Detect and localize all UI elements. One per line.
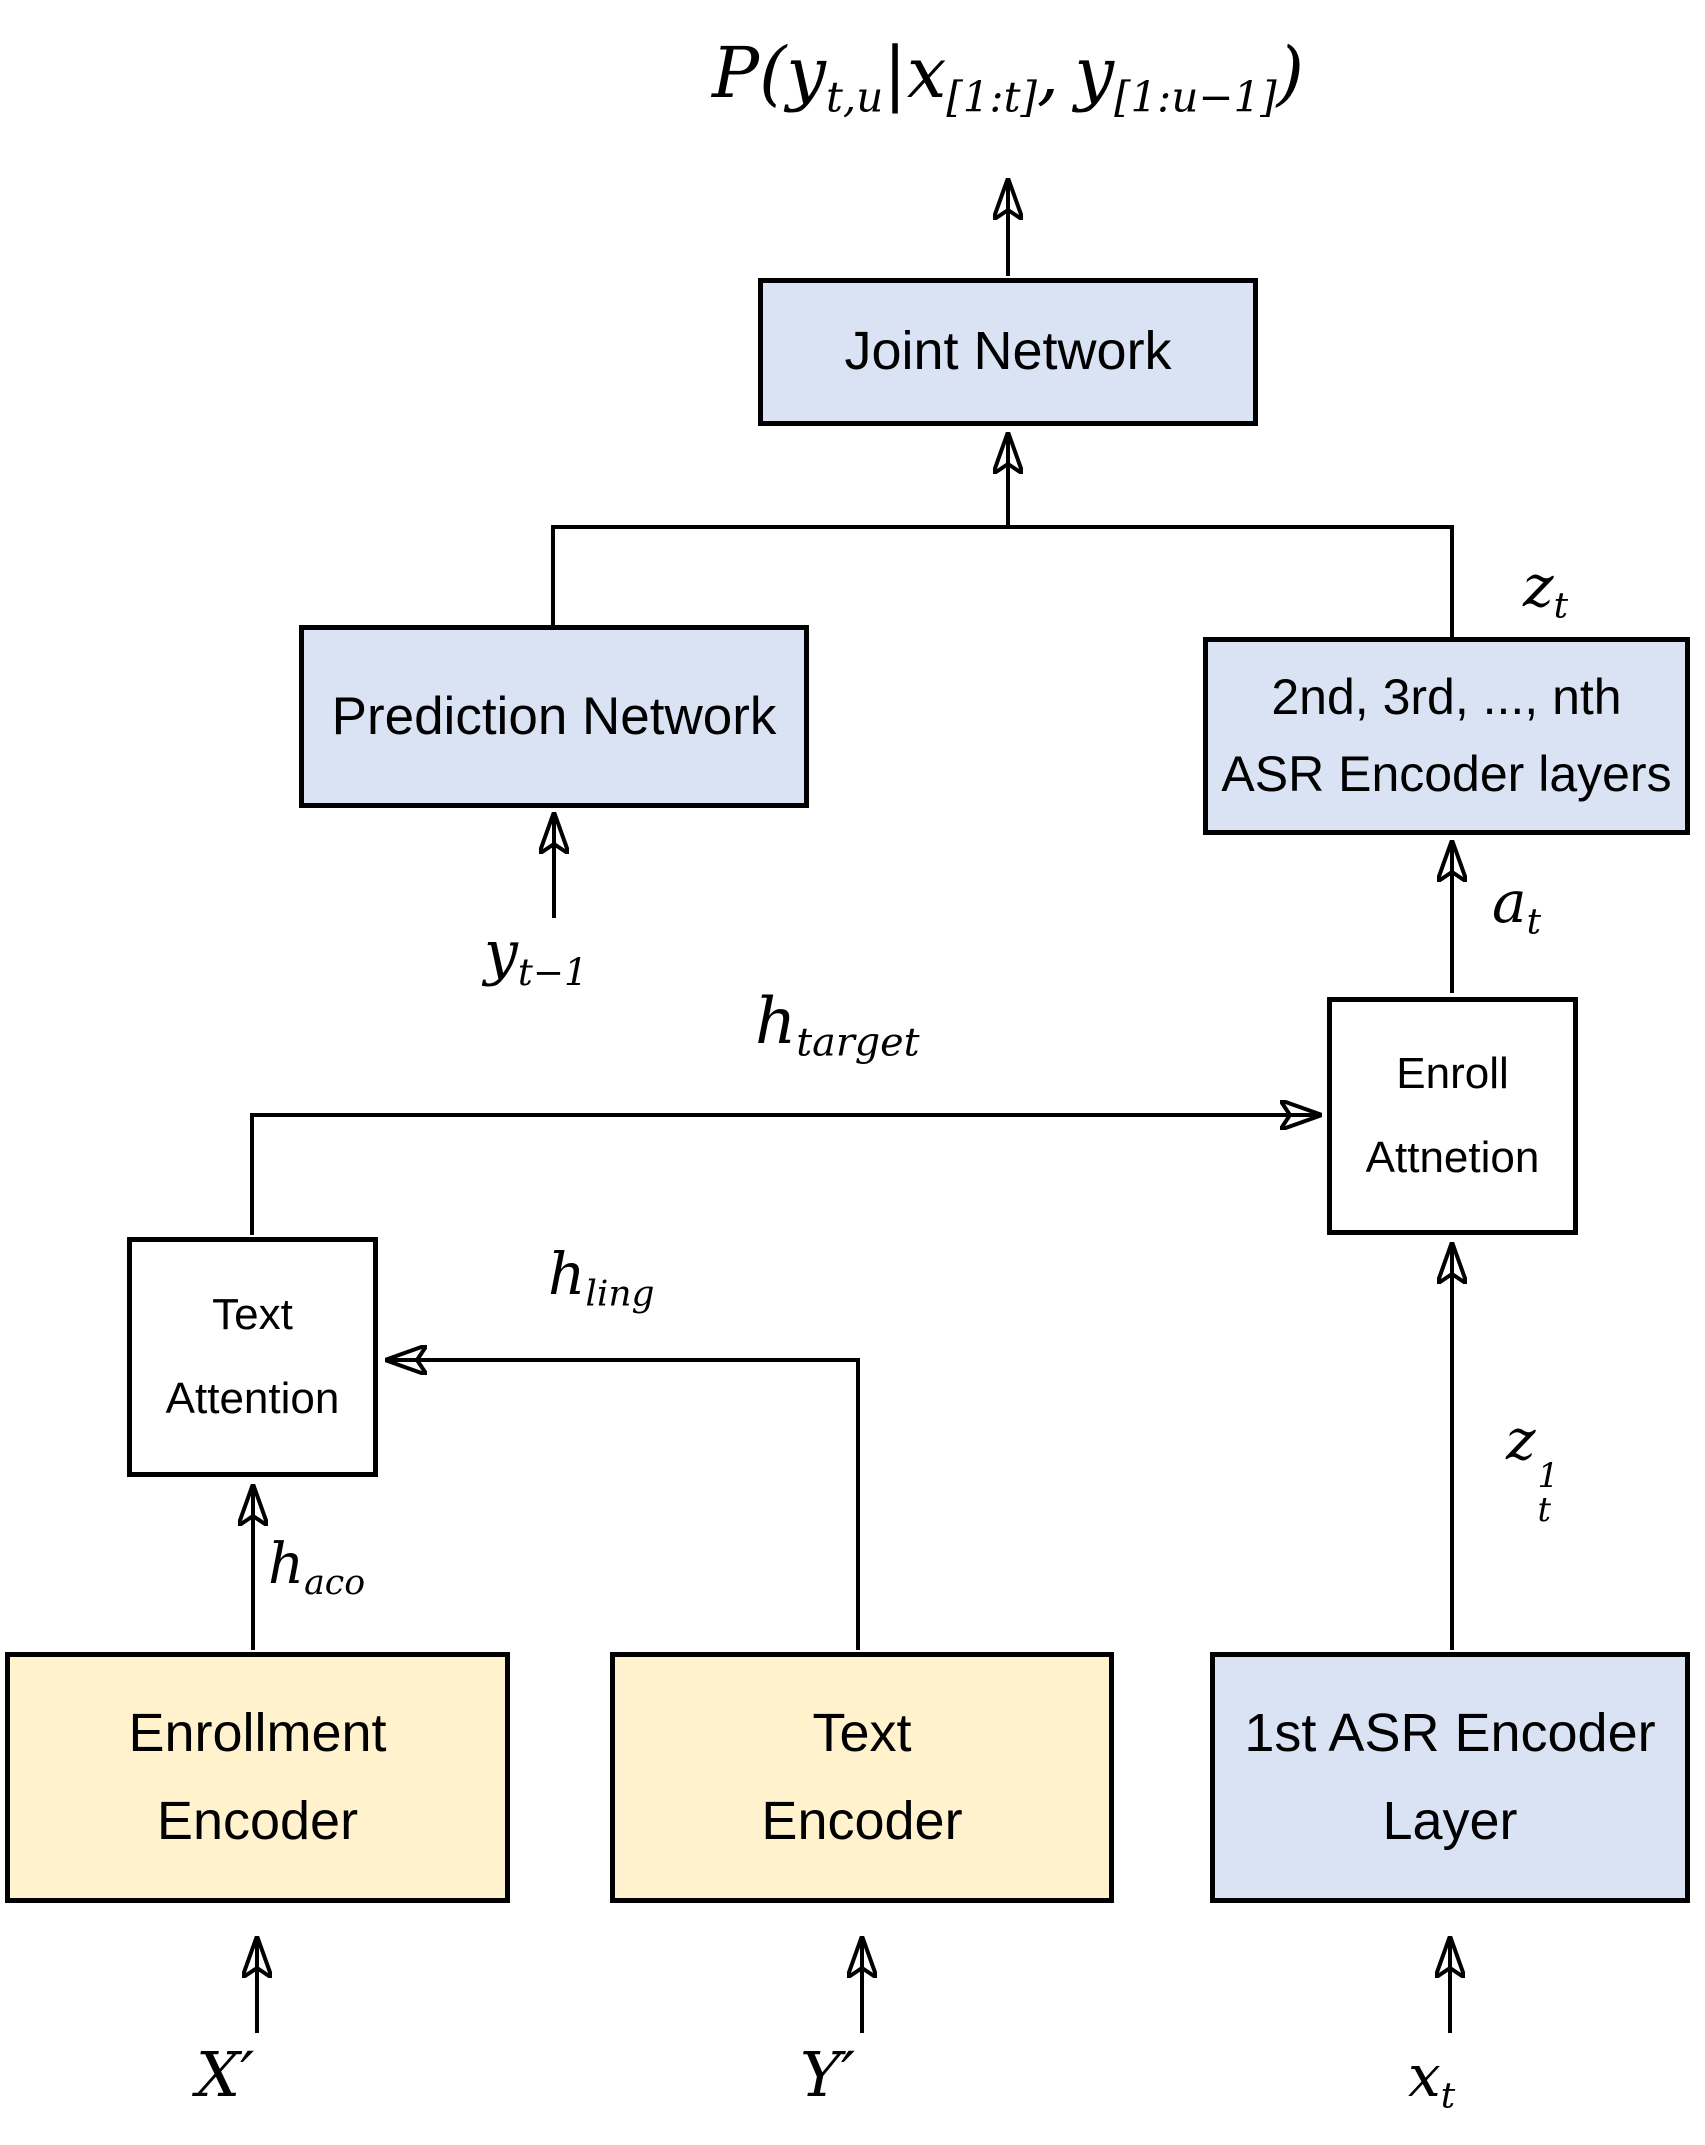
first-asr-encoder-line1: 1st ASR Encoder bbox=[1244, 1703, 1656, 1764]
enroll-attention-line1: Enroll bbox=[1396, 1049, 1509, 1099]
text-attention-line1: Text bbox=[212, 1290, 293, 1340]
asr-encoder-layers-box: 2nd, 3rd, ..., nth ASR Encoder layers bbox=[1203, 637, 1690, 835]
first-asr-encoder-layer-box: 1st ASR Encoder Layer bbox=[1210, 1652, 1690, 1903]
asr-encoder-layers-line2: ASR Encoder layers bbox=[1221, 746, 1672, 802]
label-y-prime: Y′ bbox=[800, 2038, 856, 2111]
joint-network-box: Joint Network bbox=[758, 278, 1258, 426]
label-h-ling: hling bbox=[548, 1240, 655, 1315]
label-z-t: zt bbox=[1523, 552, 1569, 627]
arrow-htarget-into-enroll-attention bbox=[250, 1115, 1320, 1235]
asr-encoder-layers-line1: 2nd, 3rd, ..., nth bbox=[1271, 668, 1622, 725]
prediction-network-box: Prediction Network bbox=[299, 625, 809, 808]
text-encoder-box: Text Encoder bbox=[610, 1652, 1114, 1903]
enrollment-encoder-line1: Enrollment bbox=[128, 1703, 387, 1764]
enrollment-encoder-line2: Encoder bbox=[156, 1790, 359, 1851]
text-attention-line2: Attention bbox=[165, 1374, 340, 1423]
joint-network-label: Joint Network bbox=[844, 321, 1172, 382]
enrollment-encoder-box: Enrollment Encoder bbox=[5, 1652, 510, 1903]
first-asr-encoder-line2: Layer bbox=[1382, 1790, 1518, 1851]
arrow-hling-into-text-attention bbox=[387, 1360, 860, 1650]
text-attention-box: Text Attention bbox=[127, 1237, 378, 1477]
connector-branches bbox=[551, 525, 1454, 639]
enroll-attention-box: Enroll Attnetion bbox=[1327, 997, 1578, 1235]
label-x-t: xt bbox=[1408, 2042, 1456, 2117]
formula-p: P( bbox=[712, 32, 787, 114]
output-probability-formula: P(yt,u|x[1:t],y[1:u−1]) bbox=[712, 32, 1304, 122]
text-encoder-line1: Text bbox=[812, 1703, 912, 1764]
label-h-aco: haco bbox=[268, 1532, 366, 1604]
label-a-t: at bbox=[1492, 868, 1542, 943]
prediction-network-label: Prediction Network bbox=[331, 686, 777, 746]
label-x-prime: X′ bbox=[196, 2038, 255, 2111]
label-y-t-minus-1: yt−1 bbox=[484, 918, 588, 994]
label-h-target: htarget bbox=[755, 985, 920, 1066]
enroll-attention-line2: Attnetion bbox=[1365, 1133, 1540, 1182]
text-encoder-line2: Encoder bbox=[761, 1790, 963, 1851]
